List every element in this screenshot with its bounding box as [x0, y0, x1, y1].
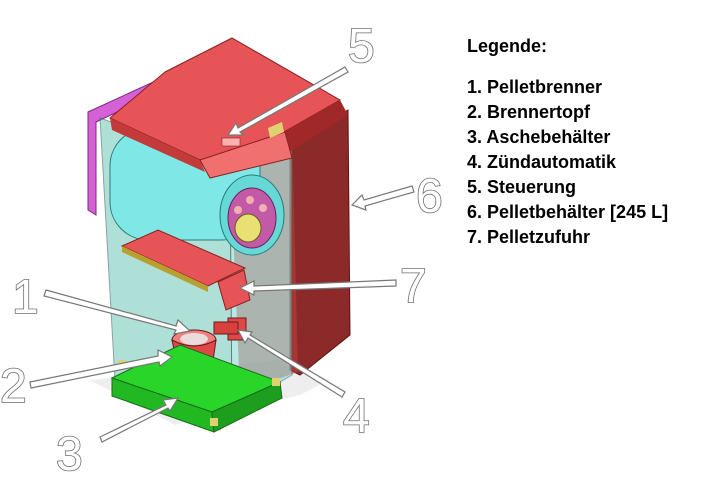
pellet-feed-tube [217, 269, 251, 311]
burner-inner [234, 213, 262, 243]
arrow-7 [238, 279, 397, 296]
control-corner [268, 122, 284, 138]
callout-numbers: 1 2 3 4 5 6 7 [0, 19, 444, 482]
callout-3: 3 [56, 428, 83, 481]
control-panel-face [199, 131, 293, 179]
callout-4: 4 [343, 390, 370, 443]
burner-pot-inner [180, 333, 208, 345]
bolt [234, 206, 242, 214]
legend-item-aschebehaelter: 3. Aschebehälter [467, 127, 611, 147]
callout-2: 2 [0, 360, 27, 413]
arrow-5 [226, 66, 349, 136]
leader-arrows [29, 66, 415, 443]
legend-item-steuerung: 5. Steuerung [467, 177, 577, 197]
shelf-plate-edge [122, 246, 208, 292]
control-display [221, 137, 241, 147]
arrow-4 [236, 329, 346, 398]
callout-5: 5 [348, 20, 375, 73]
legend-item-zuendautomatik: 4. Zündautomatik [467, 152, 617, 172]
burner-pipe [213, 321, 239, 335]
legend-item-pelletbehaelter: 6. Pelletbehälter [245 L] [467, 202, 669, 222]
bolt [246, 196, 254, 204]
legend-item-pelletbrenner: 1. Pelletbrenner [467, 77, 603, 97]
shelf-plate [120, 229, 247, 287]
foot [272, 378, 280, 386]
callout-1: 1 [12, 271, 39, 324]
arrow-1 [43, 289, 192, 335]
arrow-3 [99, 397, 180, 443]
callout-7: 7 [400, 260, 427, 313]
legend-item-pelletzufuhr: 7. Pelletzufuhr [467, 227, 591, 247]
callout-6: 6 [416, 170, 443, 223]
control-lid-side [270, 100, 348, 155]
foot [210, 418, 218, 426]
legend: Legende: 1. Pelletbrenner 2. Brennertopf… [467, 36, 705, 250]
legend-list: 1. Pelletbrenner 2. Brennertopf 3. Asche… [467, 75, 705, 250]
legend-item-brennertopf: 2. Brennertopf [467, 102, 591, 122]
pellet-tank-side [289, 109, 351, 376]
bolt [259, 204, 267, 212]
arrow-6 [350, 185, 415, 211]
boiler-illustration [87, 37, 351, 433]
arrow-2 [29, 349, 174, 389]
control-lid-front [110, 118, 205, 172]
legend-title: Legende: [467, 36, 548, 56]
